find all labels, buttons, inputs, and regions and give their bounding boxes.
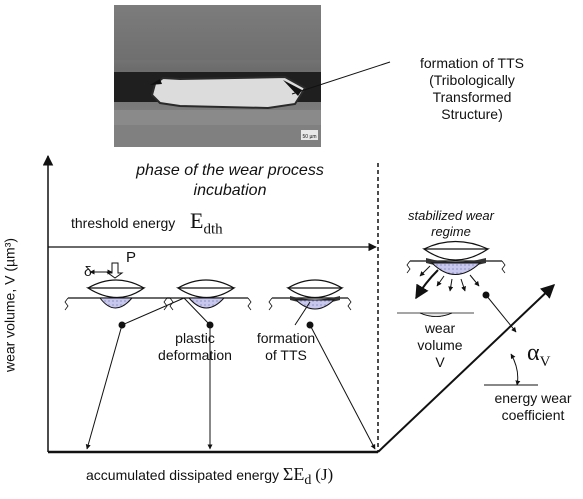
tts-annotation-line-1: formation of TTS [419, 55, 524, 71]
stabilized-wear-sketch [397, 240, 506, 317]
plastic-deformation-label: plastic deformation [158, 330, 232, 363]
contact-sketch-2 [163, 279, 252, 311]
phase-title: phase of the wear process incubation [100, 161, 360, 201]
threshold-energy-label: threshold energy [71, 215, 176, 231]
x-axis-label-unit: (J) [315, 465, 334, 484]
tts-annotation: formation of TTS (Tribologically Transfo… [377, 55, 567, 123]
formation-tts-label: formation of TTS [256, 330, 316, 363]
arrow-to-axis-1 [85, 324, 123, 450]
slip-amplitude-label: δ [84, 263, 92, 279]
x-axis-label: accumulated dissipated energy ΣEd (J) [86, 464, 334, 488]
arrow-to-axis-3 [309, 324, 376, 450]
contact-sketch-3 [268, 279, 352, 311]
normal-force-label: P [126, 249, 137, 266]
alpha-v-symbol: αV [527, 340, 551, 370]
contact-sketch-1 [64, 262, 174, 311]
stabilized-regime-label: stabilized wear regime [408, 208, 494, 239]
slope-angle-arc [510, 353, 521, 386]
scale-bar-label: 50 µm [303, 134, 317, 140]
x-axis-label-symbol: ΣE [282, 464, 305, 484]
phase-title-line-2: incubation [193, 182, 267, 199]
phase-title-line-1: phase of the wear process [136, 162, 324, 179]
threshold-energy-symbol: Edth [190, 208, 223, 238]
scale-bar [301, 130, 318, 140]
wear-volume-curve [377, 284, 556, 453]
tts-annotation-line-3: Transformed [432, 89, 512, 105]
wear-volume-label: wear volume V [417, 320, 463, 370]
leader-lines [121, 294, 517, 333]
tts-callout-line [291, 61, 391, 95]
micrograph-image: 50 µm [114, 5, 321, 147]
x-axis-label-text: accumulated dissipated energy [86, 467, 280, 483]
indicator-dot-4 [482, 291, 490, 299]
tts-annotation-line-2: (Tribologically [429, 72, 515, 88]
tts-annotation-line-4: Structure) [441, 106, 503, 122]
energy-wear-coefficient-label: energy wear coefficient [494, 390, 572, 423]
y-axis-label: wear volume, V (µm³) [1, 237, 18, 373]
